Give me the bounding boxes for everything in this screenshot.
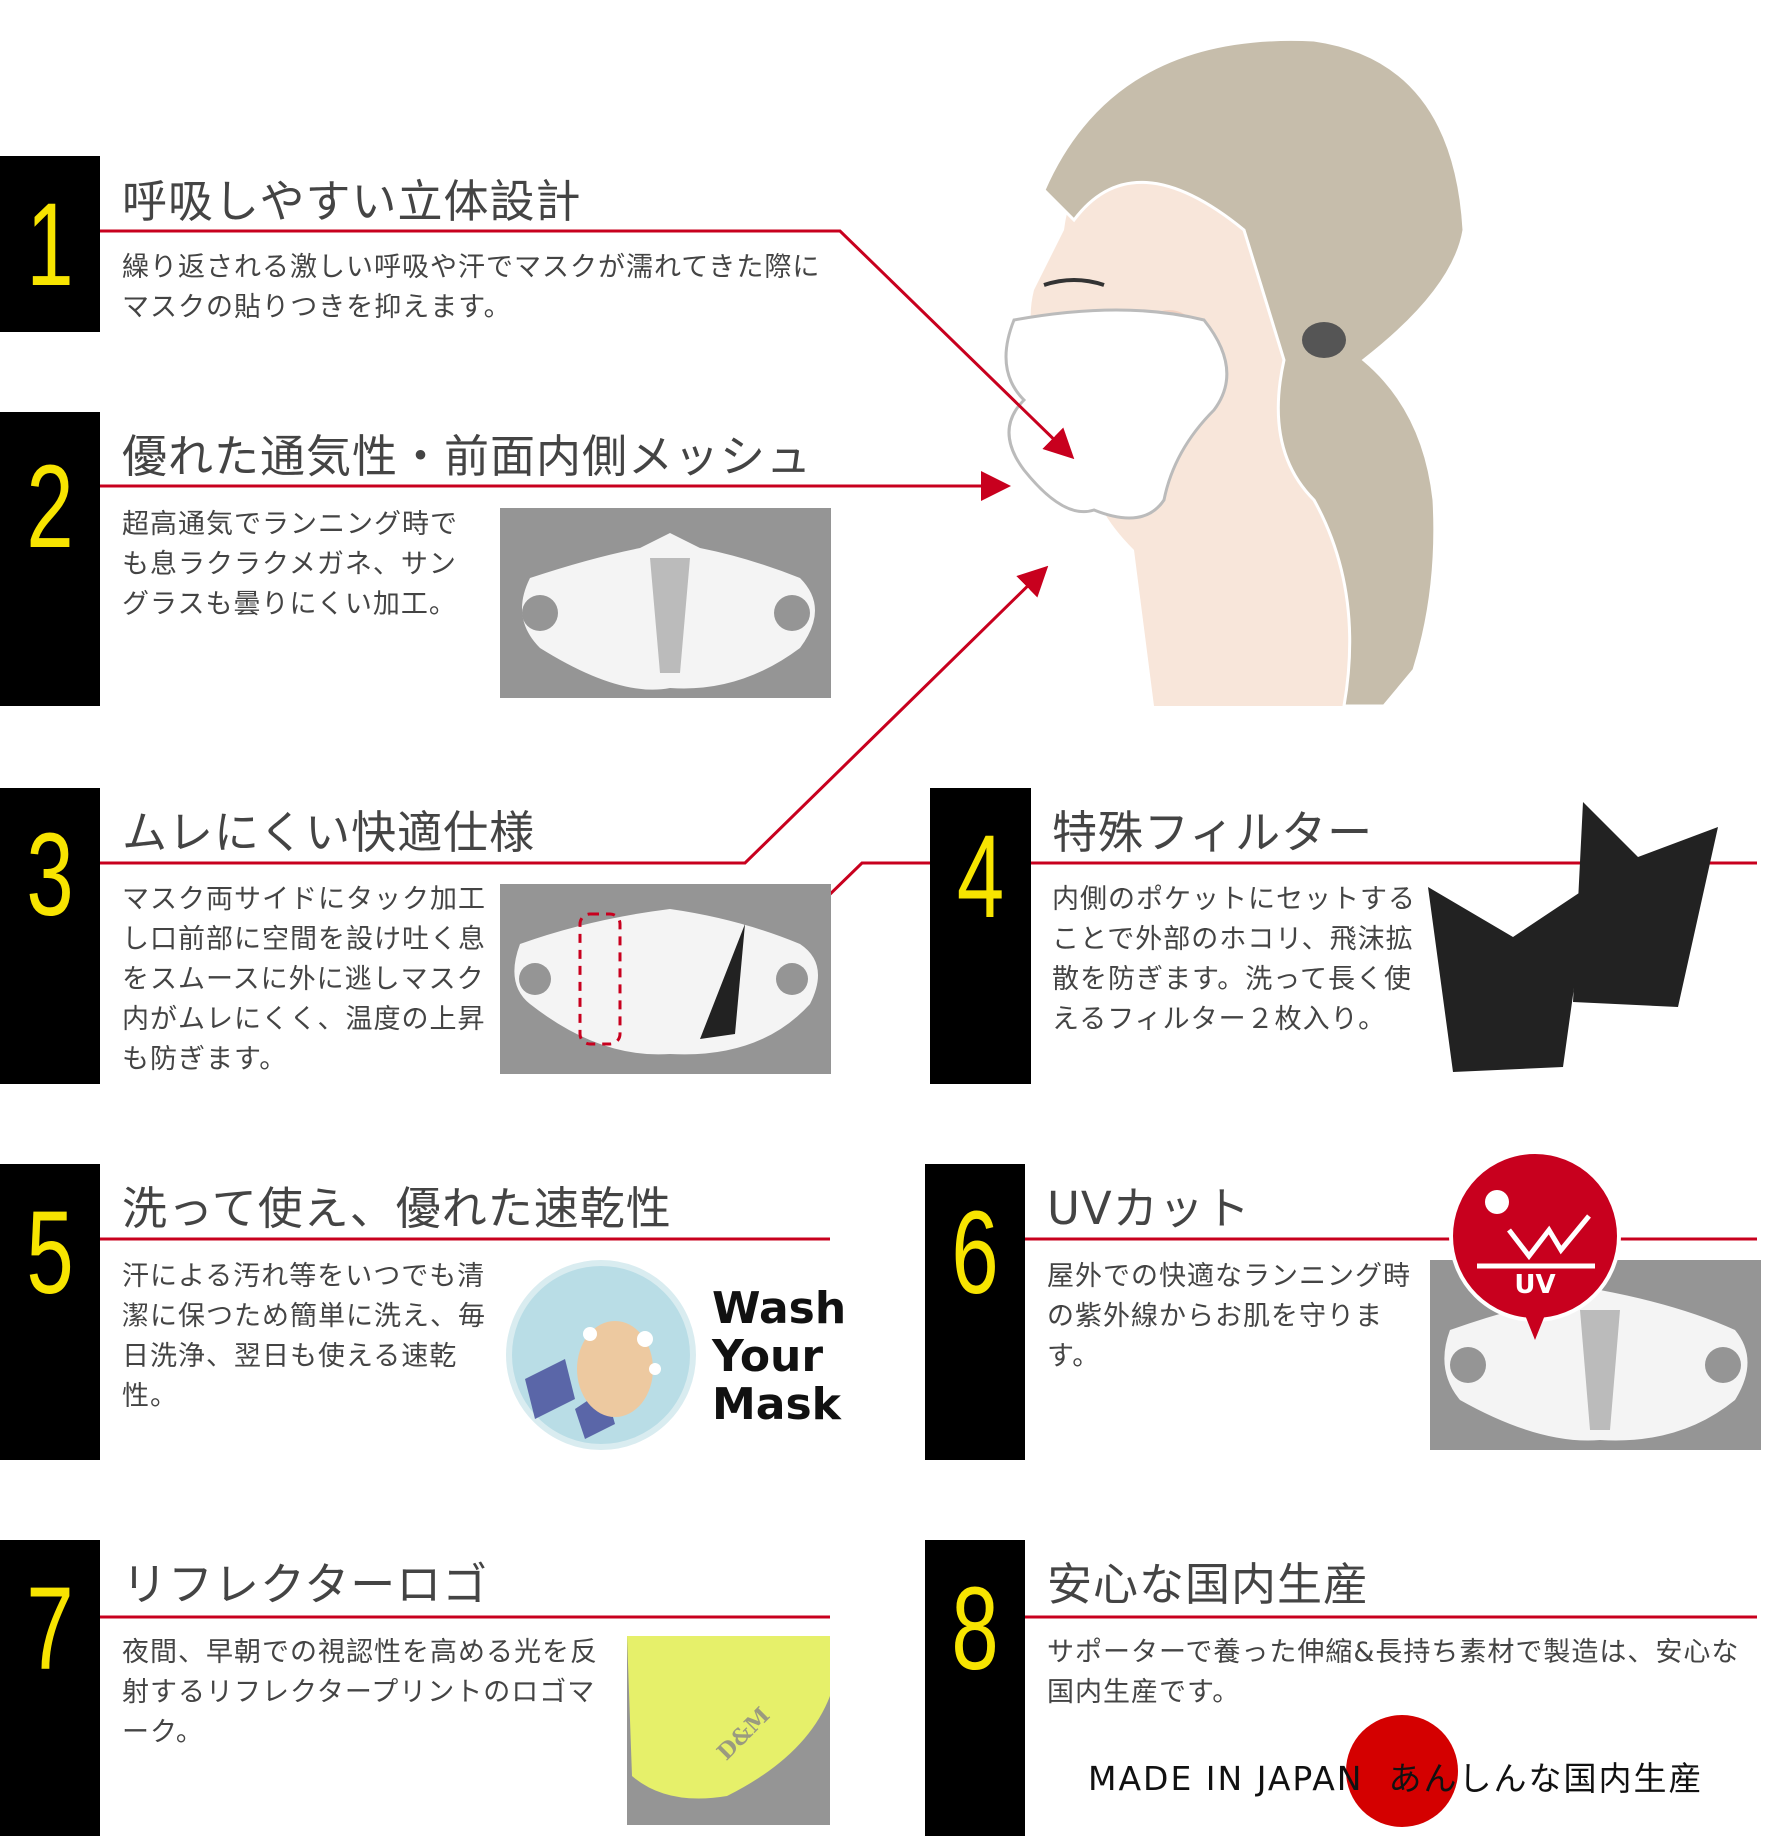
feature-body-2: 超高通気でランニング時でも息ラクラクメガネ、サングラスも曇りにくい加工。: [122, 509, 458, 620]
feature-title-2: 優れた通気性・前面内側メッシュ: [122, 430, 813, 483]
mesh-mask-photo: [500, 508, 831, 698]
feature-number-5: 5: [0, 1164, 100, 1460]
feature-body-5: 汗による汚れ等をいつでも清潔に保つため簡単に洗え、毎日洗浄、翌日も使える速乾性。: [122, 1261, 486, 1412]
feature-body-3: マスク両サイドにタック加工し口前部に空間を設け吐く息をスムースに外に逃しマスク内…: [122, 884, 486, 1075]
uv-badge: UV: [1449, 1150, 1621, 1350]
uv-reflect-arrow-icon: [1507, 1214, 1591, 1261]
mask-text: Mask: [712, 1379, 841, 1430]
wash-your-mask-label: Wash Your Mask: [712, 1285, 846, 1429]
feature-body-6: 屋外での快適なランニング時の紫外線からお肌を守ります。: [1047, 1261, 1411, 1372]
feature-title-4: 特殊フィルター: [1052, 806, 1374, 859]
feature-body-7: 夜間、早朝での視認性を高める光を反射するリフレクタープリントのロゴマーク。: [122, 1637, 598, 1748]
japan-flag-circle: [1346, 1715, 1458, 1827]
sun-icon: [1485, 1190, 1509, 1214]
feature-number-4: 4: [930, 788, 1031, 1084]
woman-with-mask-illustration: [1004, 37, 1466, 708]
feature-title-5: 洗って使え、優れた速乾性: [122, 1182, 672, 1235]
made-in-japan-text: MADE IN JAPAN: [1088, 1759, 1364, 1798]
tuck-mask-photo: [500, 884, 831, 1074]
feature-title-8: 安心な国内生産: [1047, 1558, 1370, 1611]
hair-tie: [1302, 322, 1346, 358]
your-text: Your: [712, 1331, 824, 1382]
hand-washing-icon: [506, 1260, 696, 1450]
feature-title-7: リフレクターロゴ: [122, 1558, 489, 1611]
feature-title-1: 呼吸しやすい立体設計: [122, 175, 582, 228]
made-in-japan-jp-text: あんしんな国内生産: [1388, 1759, 1704, 1798]
mask-on-face: [1004, 308, 1229, 520]
feature-number-8: 8: [925, 1540, 1025, 1836]
feature-number-2: 2: [0, 412, 100, 706]
feature-body-1: 繰り返される激しい呼吸や汗でマスクが濡れてきた際にマスクの貼りつきを抑えます。: [122, 252, 821, 323]
made-in-japan-label: MADE IN JAPAN あんしんな国内生産: [1088, 1752, 1703, 1800]
feature-title-3: ムレにくい快適仕様: [122, 806, 536, 859]
feature-number-3: 3: [0, 788, 100, 1084]
reflector-logo-photo: D&M: [627, 1636, 830, 1825]
feature-title-6: UVカット: [1047, 1182, 1251, 1235]
eyelash: [1043, 278, 1105, 287]
feature-number-1: 1: [0, 156, 100, 332]
feature-number-7: 7: [0, 1540, 100, 1836]
feature-body-8: サポーターで養った伸縮&長持ち素材で製造は、安心な国内生産です。: [1047, 1637, 1740, 1708]
feature-number-6: 6: [925, 1164, 1025, 1460]
uv-badge-label: UV: [1514, 1270, 1556, 1300]
wash-text: Wash: [712, 1283, 847, 1334]
feature-body-4: 内側のポケットにセットすることで外部のホコリ、飛沫拡散を防ぎます。洗って長く使え…: [1052, 884, 1416, 1035]
filter-sponges-image: [1428, 802, 1718, 1072]
